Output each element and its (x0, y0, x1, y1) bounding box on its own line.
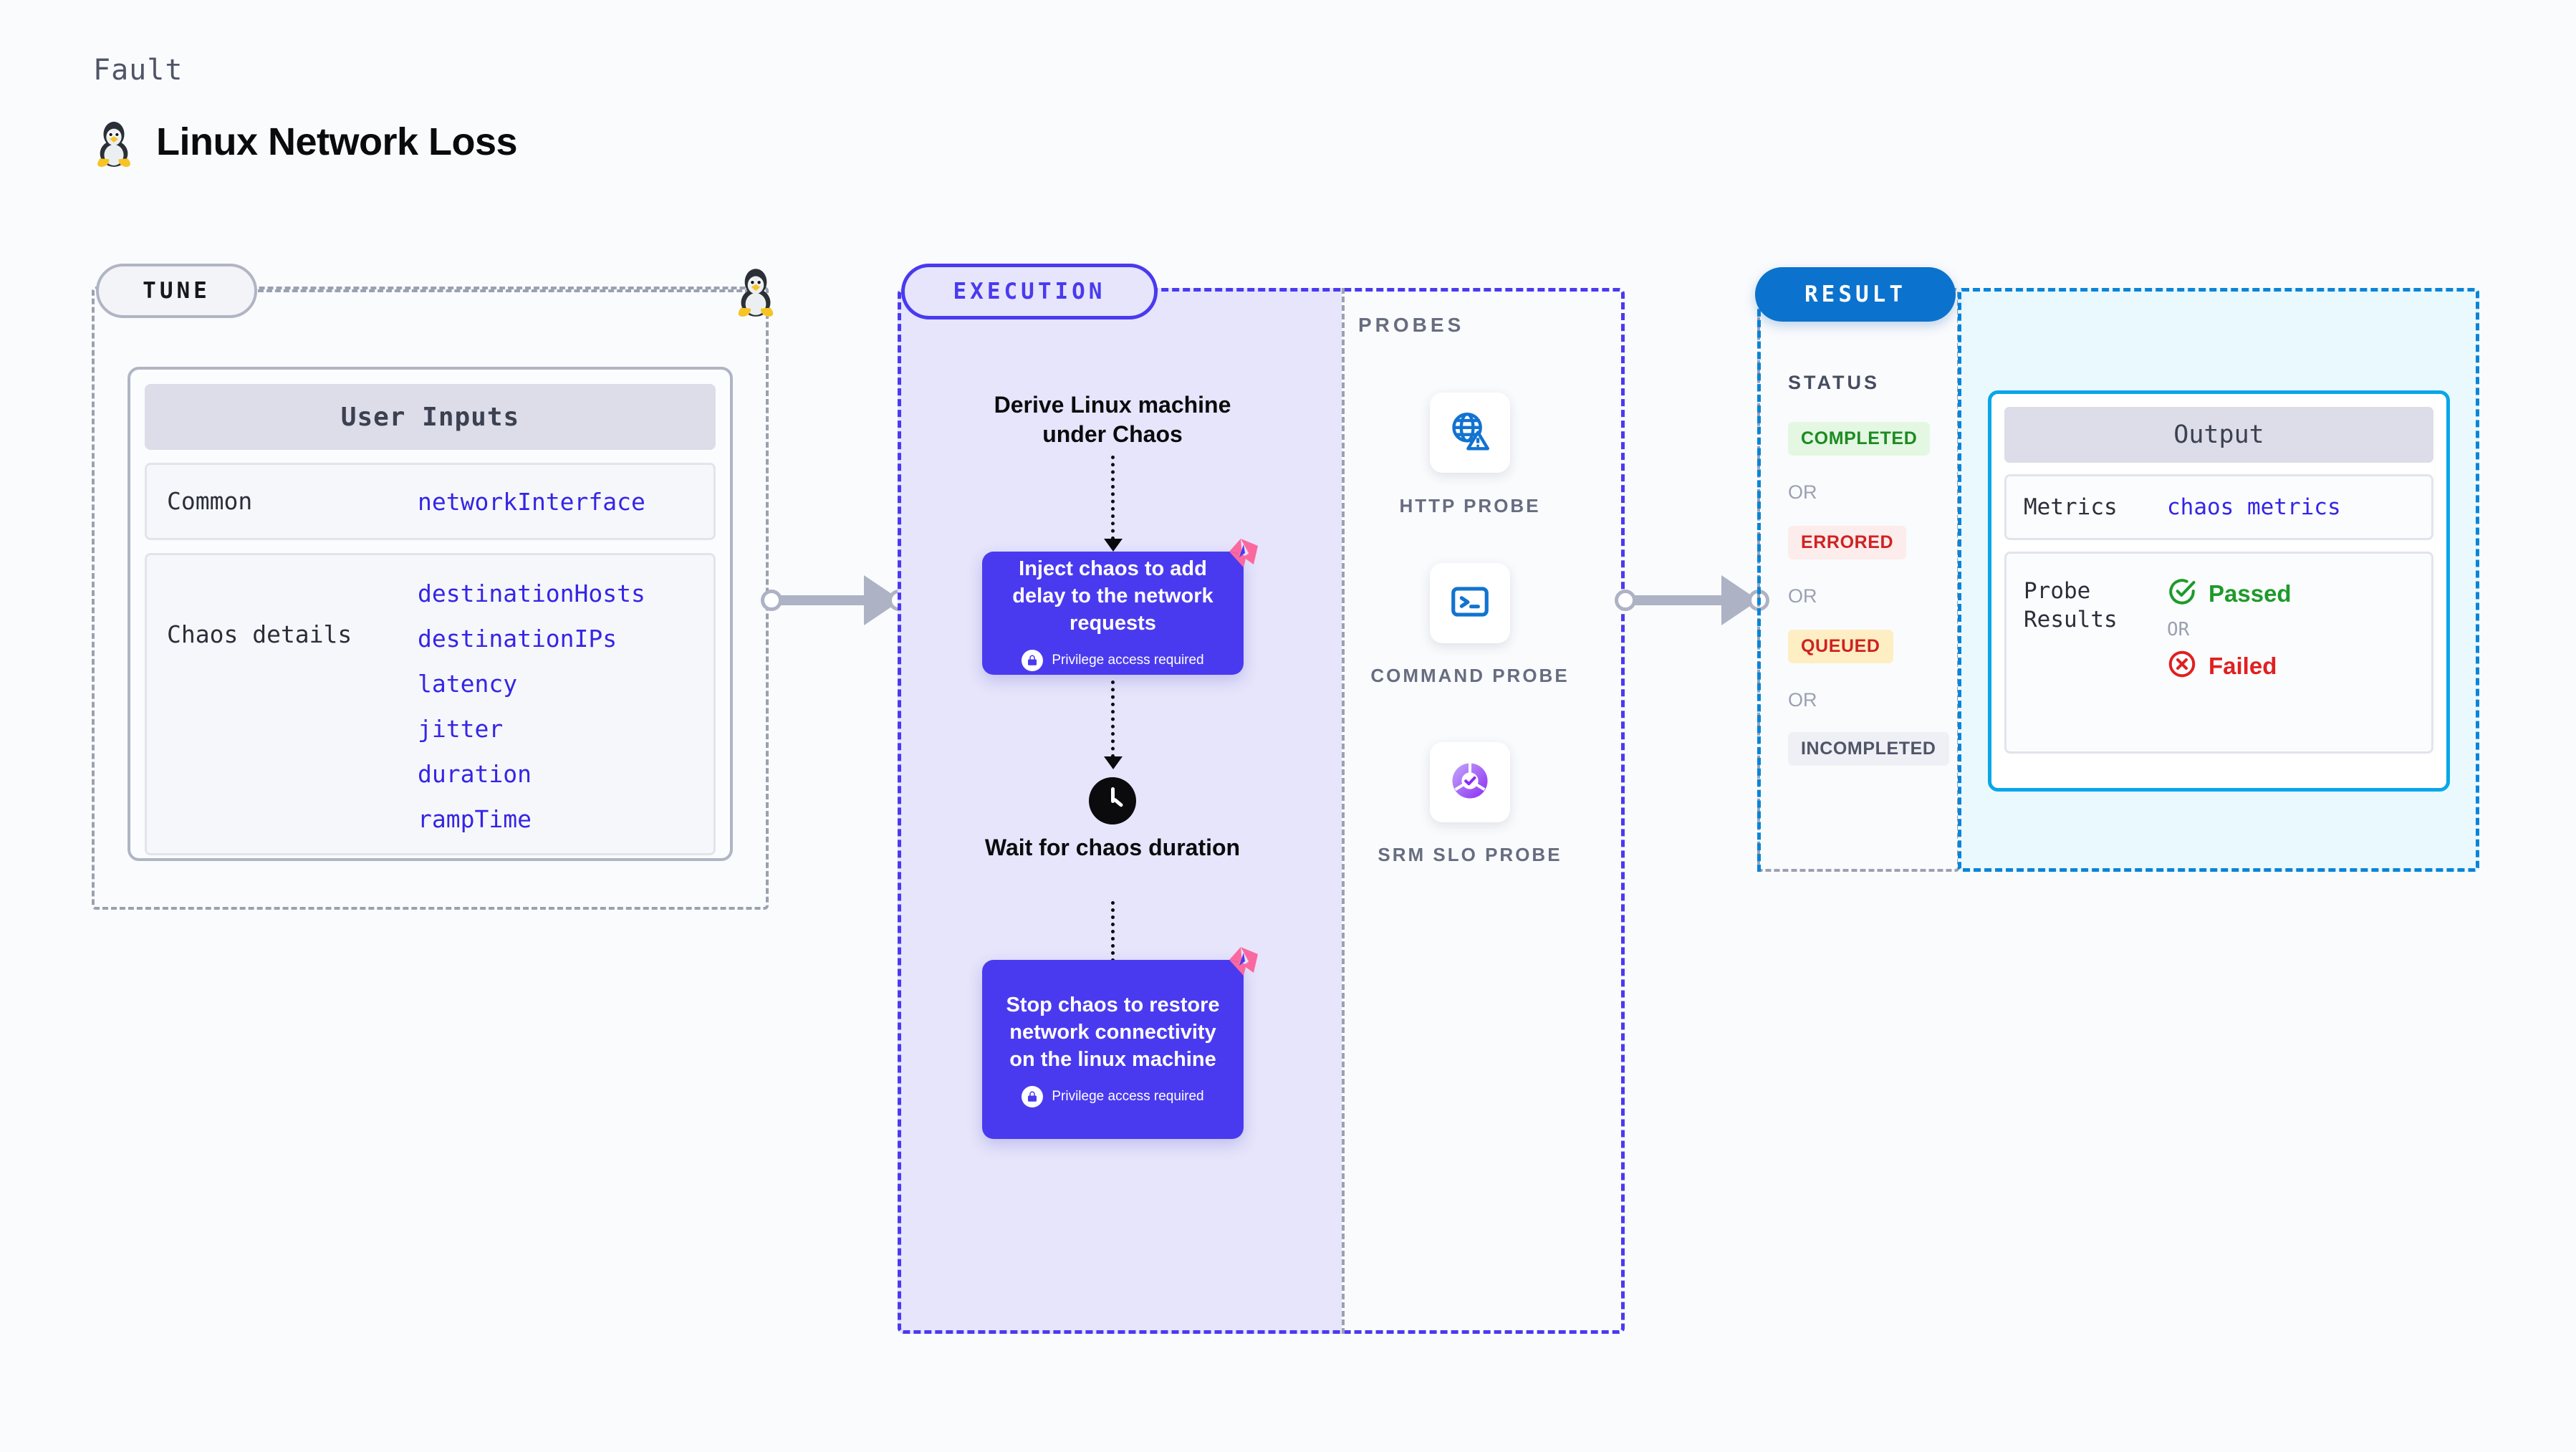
slo-check-icon (1448, 759, 1492, 807)
status-badge-errored: ERRORED (1788, 526, 1907, 559)
input-latency[interactable]: latency (418, 670, 518, 698)
probe-result-failed: Failed (2167, 649, 2292, 683)
input-rampTime[interactable]: rampTime (418, 805, 532, 833)
probe-caption-command: COMMAND PROBE (1370, 665, 1570, 686)
row-key-chaos-details: Chaos details (167, 620, 352, 648)
connector-node-probes-out (1615, 590, 1636, 611)
input-destinationIPs[interactable]: destinationIPs (418, 625, 617, 653)
result-panel-left-edge (1757, 288, 1761, 872)
execution-step-stop-chaos[interactable]: Stop chaos to restore network connectivi… (982, 947, 1258, 1139)
harness-logo-icon (1222, 944, 1259, 981)
globe-warning-icon (1448, 409, 1492, 457)
input-jitter[interactable]: jitter (418, 715, 504, 743)
user-inputs-row-chaos-details: Chaos details destinationHosts destinati… (145, 553, 716, 855)
probe-tile-srm-slo[interactable] (1430, 742, 1510, 822)
output-key-metrics: Metrics (2024, 494, 2118, 520)
probe-result-failed-label: Failed (2209, 652, 2277, 679)
probes-divider (1342, 288, 1345, 1334)
inject-chaos-privilege: Privilege access required (1022, 650, 1204, 672)
x-circle-icon (2167, 649, 2197, 683)
probes-title: PROBES (1358, 314, 1465, 336)
status-or-3: OR (1788, 689, 1817, 711)
execution-step-derive-label: Derive Linux machine under Chaos (994, 392, 1231, 447)
input-networkInterface[interactable]: networkInterface (418, 487, 645, 516)
stop-chaos-privilege-text: Privilege access required (1052, 1089, 1204, 1105)
arrow-wait-to-stop (1111, 901, 1115, 976)
page-title: Linux Network Loss (156, 120, 518, 163)
linux-penguin-corner-icon (732, 261, 779, 319)
tune-dash-connector (258, 289, 759, 292)
probe-result-or: OR (2167, 619, 2190, 640)
output-card: Output Metrics chaos metrics Probe Resul… (1988, 390, 2450, 792)
connector-execution-to-result (1626, 575, 1759, 625)
page-kicker: Fault (93, 54, 183, 87)
user-inputs-row-common: Common networkInterface (145, 463, 716, 540)
status-or-2: OR (1788, 585, 1817, 607)
lock-icon (1022, 650, 1044, 672)
clock-icon (1089, 777, 1136, 824)
execution-step-inject-chaos[interactable]: Inject chaos to add delay to the network… (982, 539, 1258, 675)
stop-chaos-text: Stop chaos to restore network connectivi… (1006, 993, 1220, 1072)
inject-chaos-text: Inject chaos to add delay to the network… (1012, 557, 1213, 635)
probe-caption-srm-slo: SRM SLO PROBE (1378, 844, 1562, 865)
arrow-inject-to-wait (1111, 681, 1115, 758)
input-duration[interactable]: duration (418, 760, 532, 788)
linux-penguin-icon (92, 115, 136, 169)
user-inputs-title: User Inputs (145, 384, 716, 450)
execution-pill[interactable]: EXECUTION (901, 264, 1158, 319)
output-row-metrics: Metrics chaos metrics (2004, 474, 2433, 540)
probe-result-passed: Passed (2167, 577, 2292, 610)
input-destinationHosts[interactable]: destinationHosts (418, 580, 645, 607)
status-title: STATUS (1788, 372, 1880, 393)
status-or-1: OR (1788, 481, 1817, 503)
status-badge-queued: QUEUED (1788, 630, 1893, 663)
output-key-probe-results: Probe Results (2024, 578, 2118, 633)
harness-logo-icon (1222, 536, 1259, 573)
terminal-icon (1448, 580, 1492, 628)
row-values-chaos-details: destinationHosts destinationIPs latency … (418, 580, 645, 833)
probe-tile-command[interactable] (1430, 563, 1510, 643)
result-pill[interactable]: RESULT (1755, 267, 1956, 322)
probe-results-values: Passed OR Failed (2167, 577, 2292, 683)
row-values-common: networkInterface (418, 488, 645, 516)
probe-result-passed-label: Passed (2209, 580, 2292, 607)
status-badge-completed: COMPLETED (1788, 422, 1931, 456)
row-key-common: Common (167, 486, 253, 515)
output-row-probe-results: Probe Results Passed OR (2004, 552, 2433, 754)
output-value-metrics[interactable]: chaos metrics (2167, 494, 2341, 520)
execution-probes-panel (898, 288, 1625, 1334)
connector-tune-to-execution (774, 575, 901, 625)
inject-chaos-privilege-text: Privilege access required (1052, 653, 1204, 668)
lock-icon (1022, 1086, 1044, 1108)
user-inputs-card: User Inputs Common networkInterface Chao… (128, 367, 733, 861)
output-title: Output (2004, 407, 2433, 463)
execution-step-wait-label: Wait for chaos duration (984, 835, 1241, 860)
arrowhead-inject-to-wait (1104, 756, 1123, 769)
probe-tile-http[interactable] (1430, 393, 1510, 473)
connector-node-tune-out (761, 590, 782, 611)
status-badge-incompleted: INCOMPLETED (1788, 732, 1949, 766)
arrowhead-derive-to-inject (1104, 539, 1123, 552)
check-circle-icon (2167, 577, 2197, 610)
arrow-derive-to-inject (1111, 456, 1115, 540)
page-title-row: Linux Network Loss (92, 115, 518, 169)
stop-chaos-privilege: Privilege access required (1022, 1086, 1204, 1108)
tune-pill[interactable]: TUNE (96, 264, 257, 318)
probe-caption-http: HTTP PROBE (1399, 495, 1541, 516)
